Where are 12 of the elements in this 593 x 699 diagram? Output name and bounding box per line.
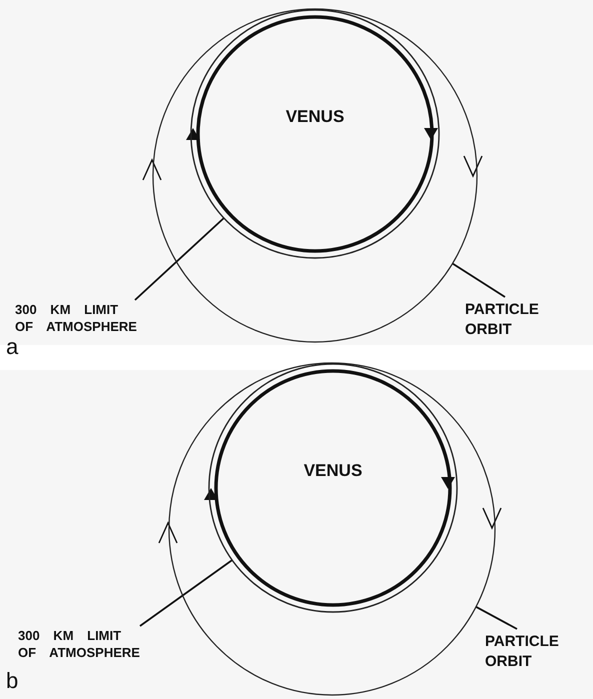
callout-text: 300 KM LIMIT OF ATMOSPHERE bbox=[15, 302, 144, 336]
panel-letter: b bbox=[6, 668, 18, 694]
leader-line bbox=[476, 606, 518, 630]
leader-line bbox=[134, 217, 224, 301]
panel-letter: a bbox=[6, 334, 18, 360]
callout-text: PARTICLE ORBIT bbox=[485, 632, 593, 671]
leader-line bbox=[452, 262, 506, 298]
leader-line bbox=[139, 559, 233, 627]
planet-label: VENUS bbox=[304, 460, 362, 482]
callout-text: 300 KM LIMIT OF ATMOSPHERE bbox=[18, 628, 147, 662]
planet-label: VENUS bbox=[286, 106, 344, 128]
callout-text: PARTICLE ORBIT bbox=[465, 300, 575, 339]
